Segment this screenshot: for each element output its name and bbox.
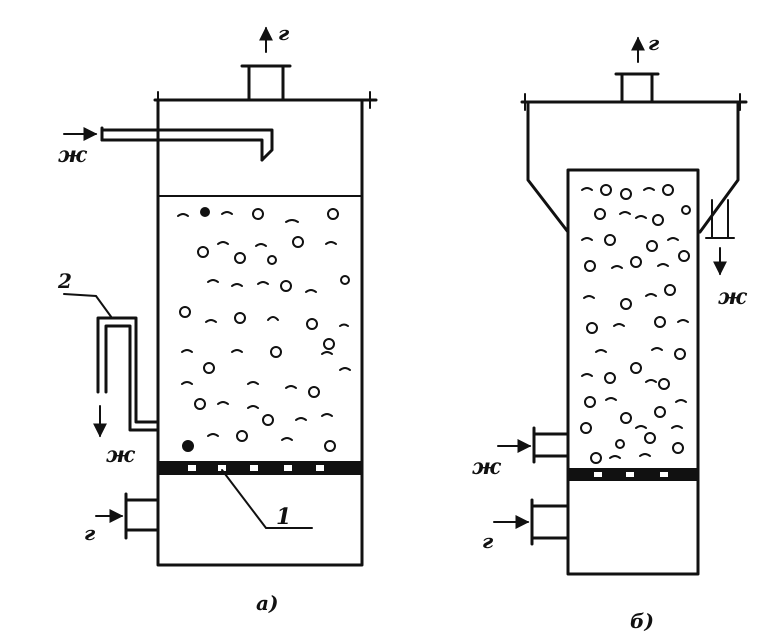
apparatus-a-particles <box>177 207 351 452</box>
apparatus-a-shell <box>156 98 364 567</box>
apparatus-b-caption: б) <box>630 609 654 633</box>
apparatus-b-column <box>566 168 700 576</box>
apparatus-b-gas-outlet-label: г <box>648 31 660 55</box>
apparatus-b-gas-outlet-nozzle <box>620 72 654 104</box>
apparatus-a-liquid-inlet-pipe <box>100 126 274 162</box>
apparatus-b-liquid-inlet-nozzle <box>532 426 570 464</box>
apparatus-a-caption: а) <box>256 591 278 615</box>
apparatus-a-leader-1 <box>221 469 313 529</box>
apparatus-a-gas-inlet-label: г <box>84 521 96 545</box>
apparatus-a-overflow-siphon <box>96 316 160 432</box>
apparatus-a-gas-outlet-label: г <box>278 21 290 45</box>
apparatus-b-liquid-outlet-label: ж <box>718 284 748 310</box>
apparatus-a-distribution-grid <box>158 461 362 475</box>
apparatus-a-liquid-inlet-label: ж <box>58 142 88 168</box>
apparatus-b-gas-inlet-nozzle <box>530 498 570 546</box>
apparatus-b: г ж <box>472 31 748 633</box>
apparatus-a-label-2: 2 <box>57 269 72 293</box>
apparatus-a-gas-inlet-nozzle <box>124 492 160 540</box>
apparatus-b-distribution-grid <box>568 468 698 481</box>
apparatus-b-particles <box>580 184 691 464</box>
apparatus-b-gas-inlet-label: г <box>482 529 494 553</box>
apparatus-a-gas-outlet-nozzle <box>247 64 285 102</box>
apparatus-b-conical-hood <box>526 100 570 234</box>
apparatus-a-label-1: 1 <box>276 504 291 530</box>
apparatus-a-leader-2 <box>63 293 113 319</box>
apparatus-a-liquid-outlet-label: ж <box>106 442 136 468</box>
apparatus-b-liquid-outlet-nozzle <box>705 199 735 239</box>
apparatus-b-liquid-inlet-label: ж <box>472 454 502 480</box>
apparatus-a: г ж <box>57 21 378 615</box>
